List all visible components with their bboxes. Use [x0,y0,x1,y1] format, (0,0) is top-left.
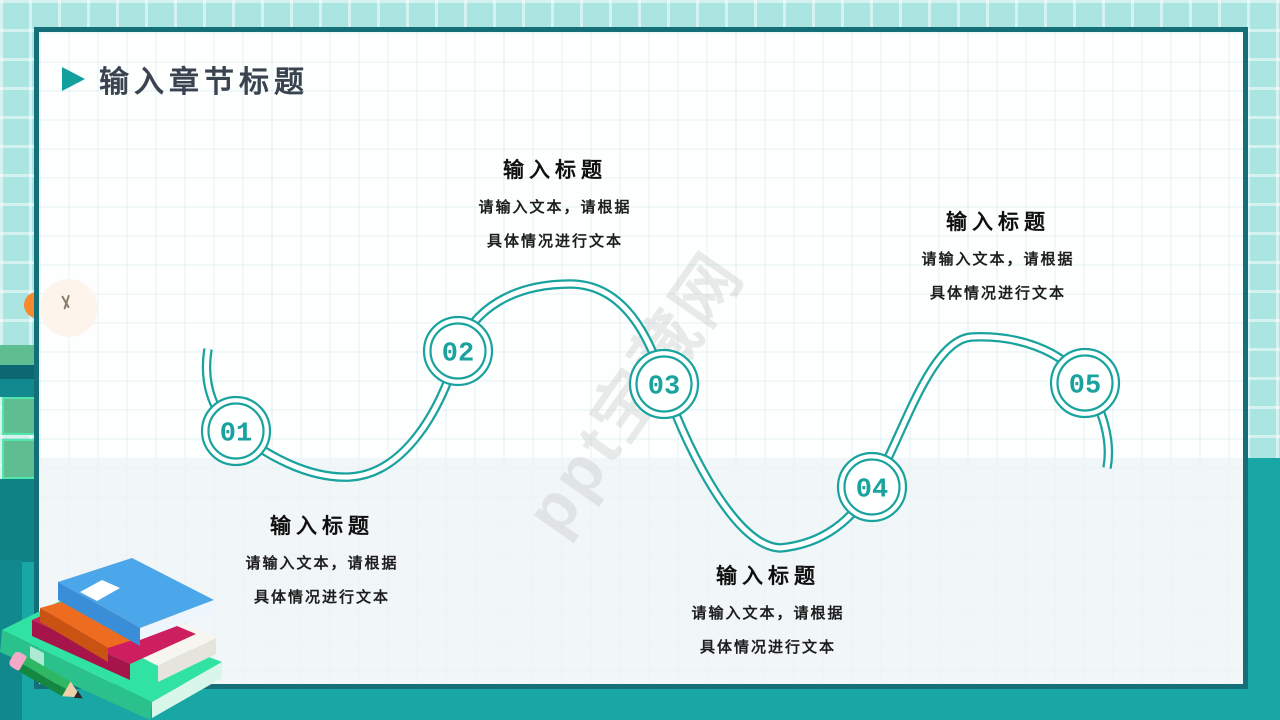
text-block-title: 输入标题 [270,515,374,538]
text-block-line: 请输入文本，请根据 [478,199,632,216]
text-block-line: 请输入文本，请根据 [245,555,399,572]
slide-title: 输入章节标题 [99,66,309,99]
left-accent-deep [0,479,34,562]
text-block-bottom-center: 输入标题 请输入文本，请根据 具体情况进行文本 [618,565,918,672]
left-accent-green [0,345,34,365]
text-block-right: 输入标题 请输入文本，请根据 具体情况进行文本 [848,211,1148,318]
text-block-title: 输入标题 [946,211,1050,234]
text-block-title: 输入标题 [716,565,820,588]
text-block-title: 输入标题 [503,159,607,182]
text-block-line: 请输入文本，请根据 [691,605,845,622]
text-block-line: 具体情况进行文本 [699,639,836,656]
clock-icon [40,279,98,337]
background-right-strip [1246,458,1280,720]
text-block-top: 输入标题 请输入文本，请根据 具体情况进行文本 [405,159,705,266]
left-accent-teal [0,379,34,397]
text-block-line: 请输入文本，请根据 [921,251,1075,268]
text-block-line: 具体情况进行文本 [486,233,623,250]
slide-title-row: 输入章节标题 [62,57,309,101]
left-accent-block-2 [2,439,34,479]
background-bottom-strip [0,686,1280,720]
left-accent-dark [0,365,34,379]
text-block-bottom-left: 输入标题 请输入文本，请根据 具体情况进行文本 [172,515,472,622]
text-block-line: 具体情况进行文本 [929,285,1066,302]
text-block-line: 具体情况进行文本 [253,589,390,606]
left-accent-block-1 [2,397,34,435]
play-triangle-icon [62,67,85,91]
left-accent-panel [0,560,22,720]
